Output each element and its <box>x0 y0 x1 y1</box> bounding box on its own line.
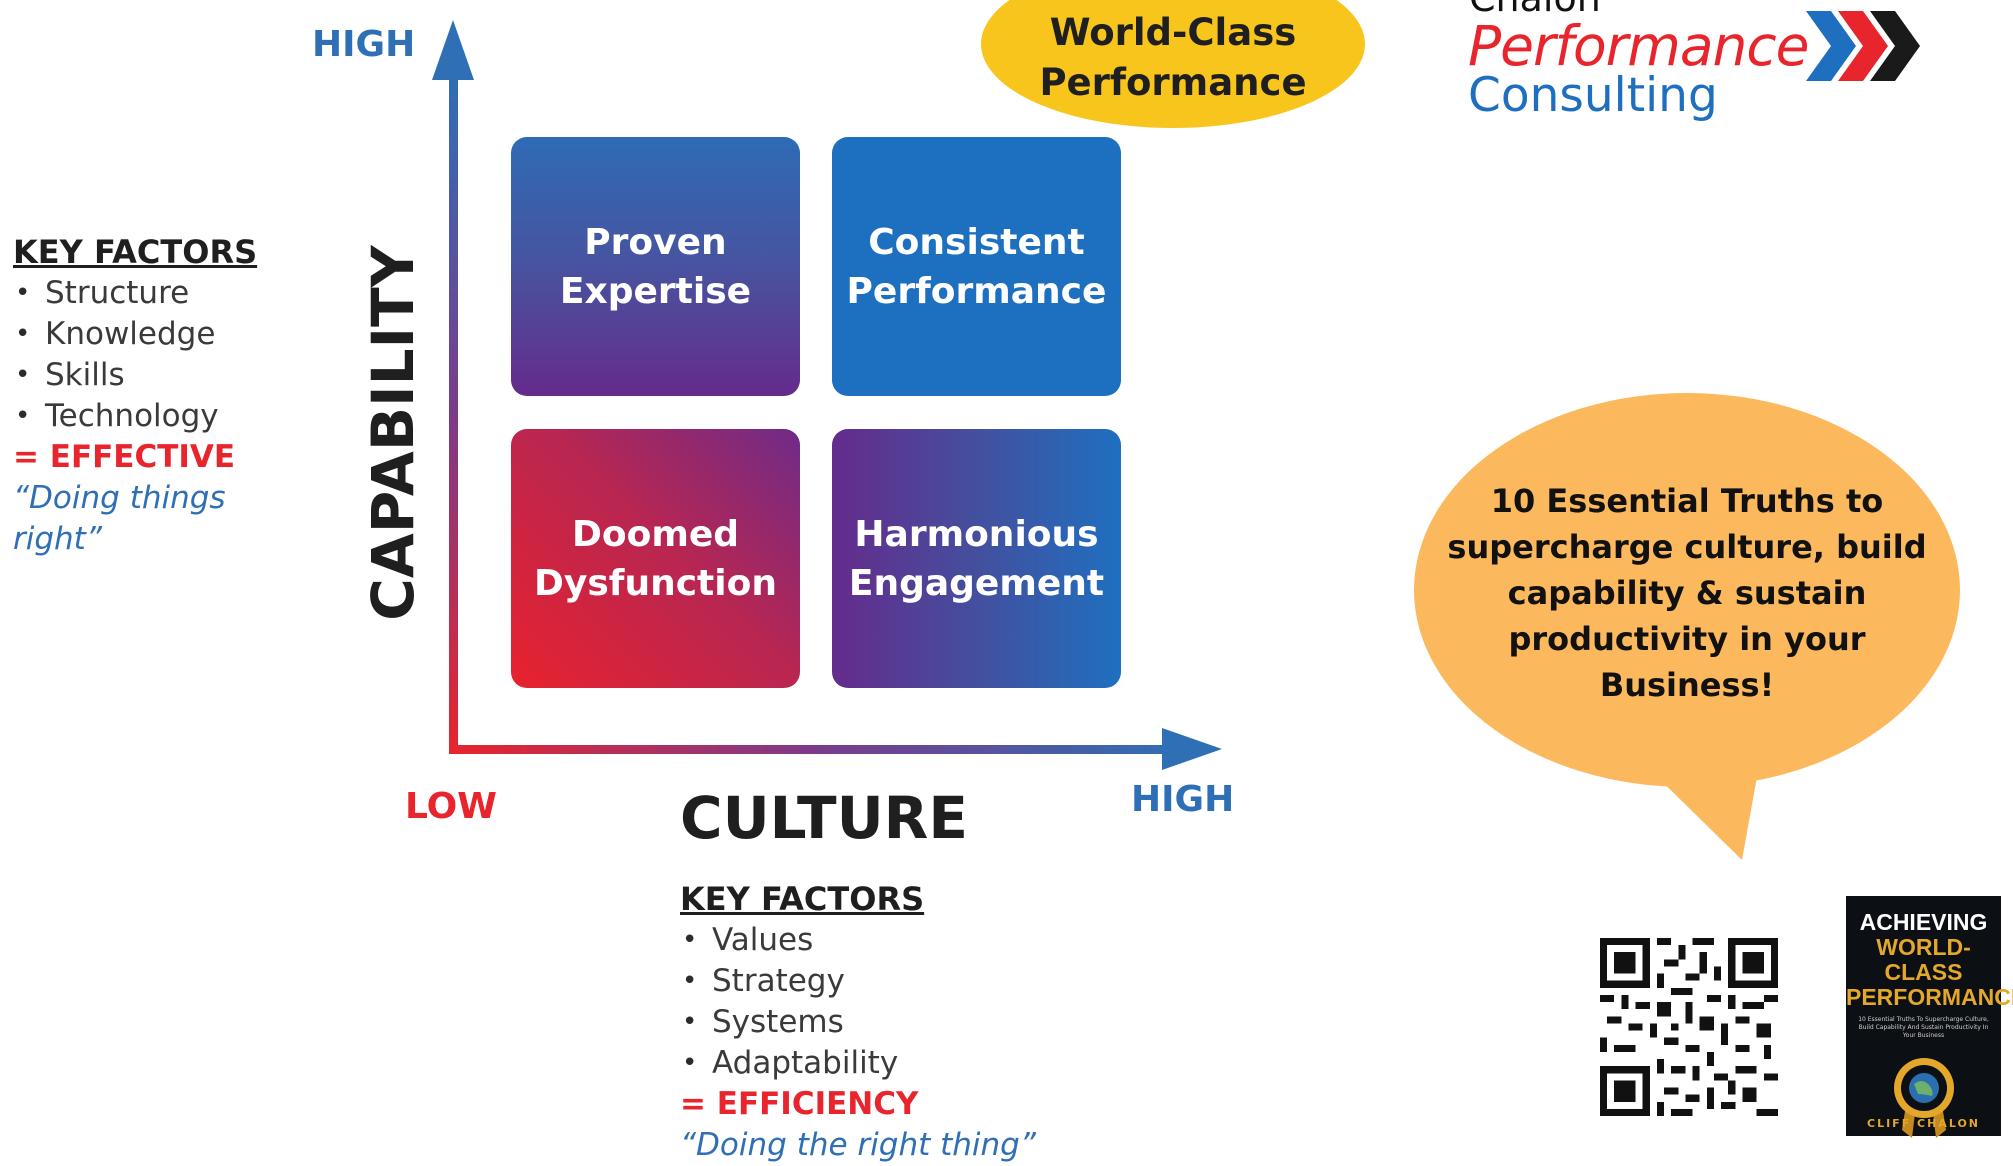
bubble-line1: World-Class <box>1049 11 1297 54</box>
quadrant-doomed-dysfunction: Doomed Dysfunction <box>511 429 800 688</box>
world-class-performance-bubble: World-Class Performance <box>981 0 1365 128</box>
book-title-line1: ACHIEVING <box>1859 909 1988 935</box>
quadrant-label-line2: Dysfunction <box>534 562 777 604</box>
book-title-line3: PERFORMANCE <box>1846 984 2013 1010</box>
bullet-icon: • <box>15 319 31 349</box>
y-axis-high-label: HIGH <box>312 24 416 65</box>
quadrant-label-line1: Consistent <box>868 221 1085 263</box>
x-axis-line <box>449 745 1184 754</box>
speech-bubble-shape <box>1414 393 1960 860</box>
bullet-icon: • <box>682 1048 698 1078</box>
book-cover[interactable]: ACHIEVING WORLD-CLASS PERFORMANCE 10 Ess… <box>1846 896 2013 1138</box>
company-logo: Chalon Performance Consulting <box>1466 0 1926 126</box>
book-subtitle: 10 Essential Truths To Supercharge Cultu… <box>1858 1016 1989 1039</box>
quadrant-label-line1: Harmonious <box>854 513 1099 555</box>
quadrant-label-line1: Doomed <box>571 513 740 555</box>
bullet-icon: • <box>15 360 31 390</box>
capability-quote-line1: “Doing things <box>13 480 226 516</box>
list-item: •Structure <box>13 273 257 314</box>
quadrant-label-line2: Expertise <box>559 270 752 312</box>
speech-line: productivity in your <box>1508 620 1866 658</box>
book-title-line2: WORLD-CLASS <box>1876 934 1971 985</box>
speech-line: capability & sustain <box>1507 574 1867 612</box>
culture-quote: “Doing the right thing” <box>680 1127 1036 1163</box>
key-factors-title: KEY FACTORS <box>13 233 258 271</box>
y-axis-arrowhead <box>432 20 474 80</box>
efficiency-result: = EFFICIENCY <box>680 1086 919 1122</box>
list-item: •Technology <box>13 396 257 437</box>
quadrant-proven-expertise: Proven Expertise <box>511 137 800 396</box>
bubble-line2: Performance <box>1039 61 1307 104</box>
list-item: •Knowledge <box>13 314 257 355</box>
list-item: •Skills <box>13 355 257 396</box>
key-factors-title: KEY FACTORS <box>680 880 925 918</box>
effective-result: = EFFECTIVE <box>13 439 236 475</box>
book-author: CLIFF CHALON <box>1867 1117 1980 1130</box>
qr-code-icon[interactable] <box>1600 938 1778 1116</box>
x-axis-low-label: LOW <box>405 786 497 827</box>
culture-key-factors: KEY FACTORS •Values •Strategy •Systems •… <box>680 880 1036 1166</box>
list-item: •Values <box>680 920 1036 961</box>
bullet-icon: • <box>15 401 31 431</box>
quadrant-label-line2: Engagement <box>848 562 1105 604</box>
capability-key-factors: KEY FACTORS •Structure •Knowledge •Skill… <box>13 233 257 560</box>
x-axis-high-label: HIGH <box>1131 779 1235 820</box>
list-item: •Strategy <box>680 961 1036 1002</box>
chevrons-icon <box>1806 11 1920 81</box>
speech-line: supercharge culture, build <box>1447 528 1927 566</box>
bullet-icon: • <box>682 966 698 996</box>
speech-line: 10 Essential Truths to <box>1490 482 1884 520</box>
x-axis-title: CULTURE <box>680 784 968 852</box>
y-axis-line <box>449 72 458 754</box>
logo-line3: Consulting <box>1468 68 1718 123</box>
bullet-icon: • <box>682 1007 698 1037</box>
x-axis-arrowhead <box>1162 728 1222 770</box>
bullet-icon: • <box>682 925 698 955</box>
capability-quote-line2: right” <box>13 521 102 557</box>
list-item: •Systems <box>680 1002 1036 1043</box>
quadrant-harmonious-engagement: Harmonious Engagement <box>832 429 1121 688</box>
speech-line: Business! <box>1599 666 1775 704</box>
bullet-icon: • <box>15 278 31 308</box>
y-axis-title: CAPABILITY <box>359 245 427 621</box>
medal-icon <box>1893 1058 1954 1138</box>
quadrant-label-line1: Proven <box>584 221 727 263</box>
logo-line1: Chalon <box>1469 0 1601 20</box>
quadrant-consistent-performance: Consistent Performance <box>832 137 1121 396</box>
logo-line2: Performance <box>1468 14 1809 78</box>
list-item: •Adaptability <box>680 1043 1036 1084</box>
speech-bubble-text: 10 Essential Truths to supercharge cultu… <box>1420 478 1954 708</box>
quadrant-label-line2: Performance <box>846 270 1107 312</box>
